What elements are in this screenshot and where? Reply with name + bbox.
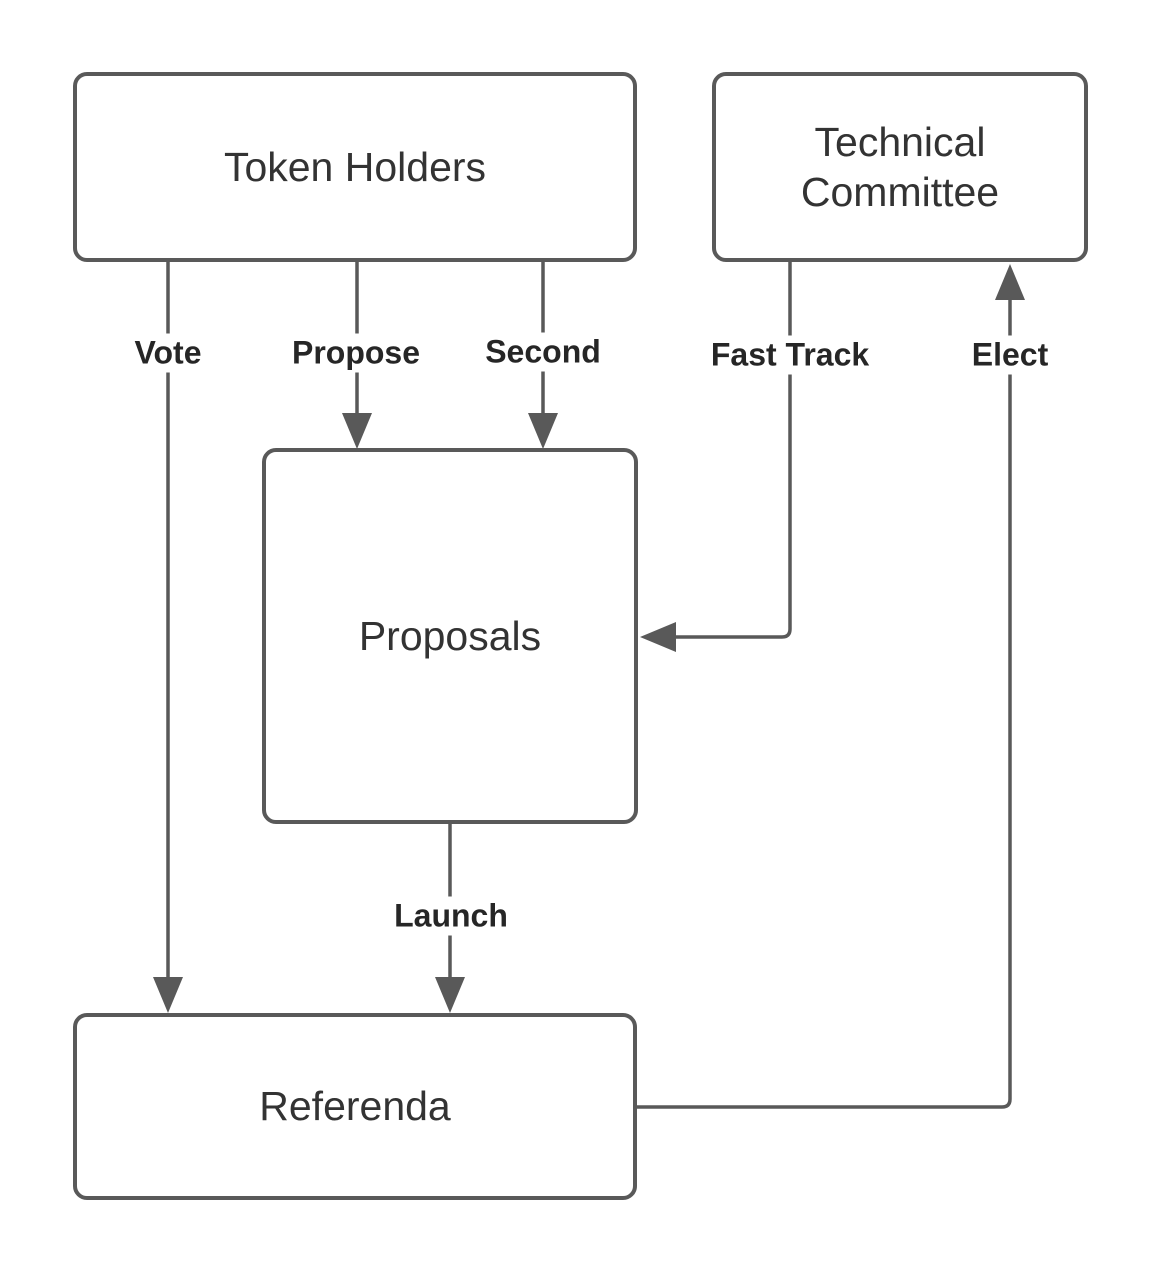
edge-fast-track-arrowhead bbox=[640, 622, 676, 652]
edge-label-fast-track: Fast Track bbox=[701, 335, 879, 375]
edge-label-second: Second bbox=[476, 332, 610, 372]
edge-label-vote: Vote bbox=[125, 333, 211, 373]
node-technical-committee-label: Technical Committee bbox=[800, 118, 1000, 215]
edge-second-arrowhead bbox=[528, 413, 558, 449]
node-referenda-label: Referenda bbox=[259, 1083, 451, 1130]
node-token-holders: Token Holders bbox=[73, 72, 637, 262]
edge-launch-arrowhead bbox=[435, 977, 465, 1013]
edge-elect-line bbox=[635, 300, 1012, 1109]
node-proposals-label: Proposals bbox=[358, 612, 542, 659]
node-token-holders-label: Token Holders bbox=[223, 143, 487, 190]
edge-label-propose: Propose bbox=[282, 333, 430, 373]
edge-fast-track-line bbox=[676, 260, 792, 639]
edge-vote-arrowhead bbox=[153, 977, 183, 1013]
node-referenda: Referenda bbox=[73, 1013, 637, 1200]
edge-label-elect: Elect bbox=[962, 335, 1058, 375]
edge-elect-arrowhead bbox=[995, 264, 1025, 300]
edge-propose-arrowhead bbox=[342, 413, 372, 449]
edge-label-launch: Launch bbox=[385, 896, 517, 936]
node-proposals: Proposals bbox=[262, 448, 638, 824]
node-technical-committee: Technical Committee bbox=[712, 72, 1088, 262]
